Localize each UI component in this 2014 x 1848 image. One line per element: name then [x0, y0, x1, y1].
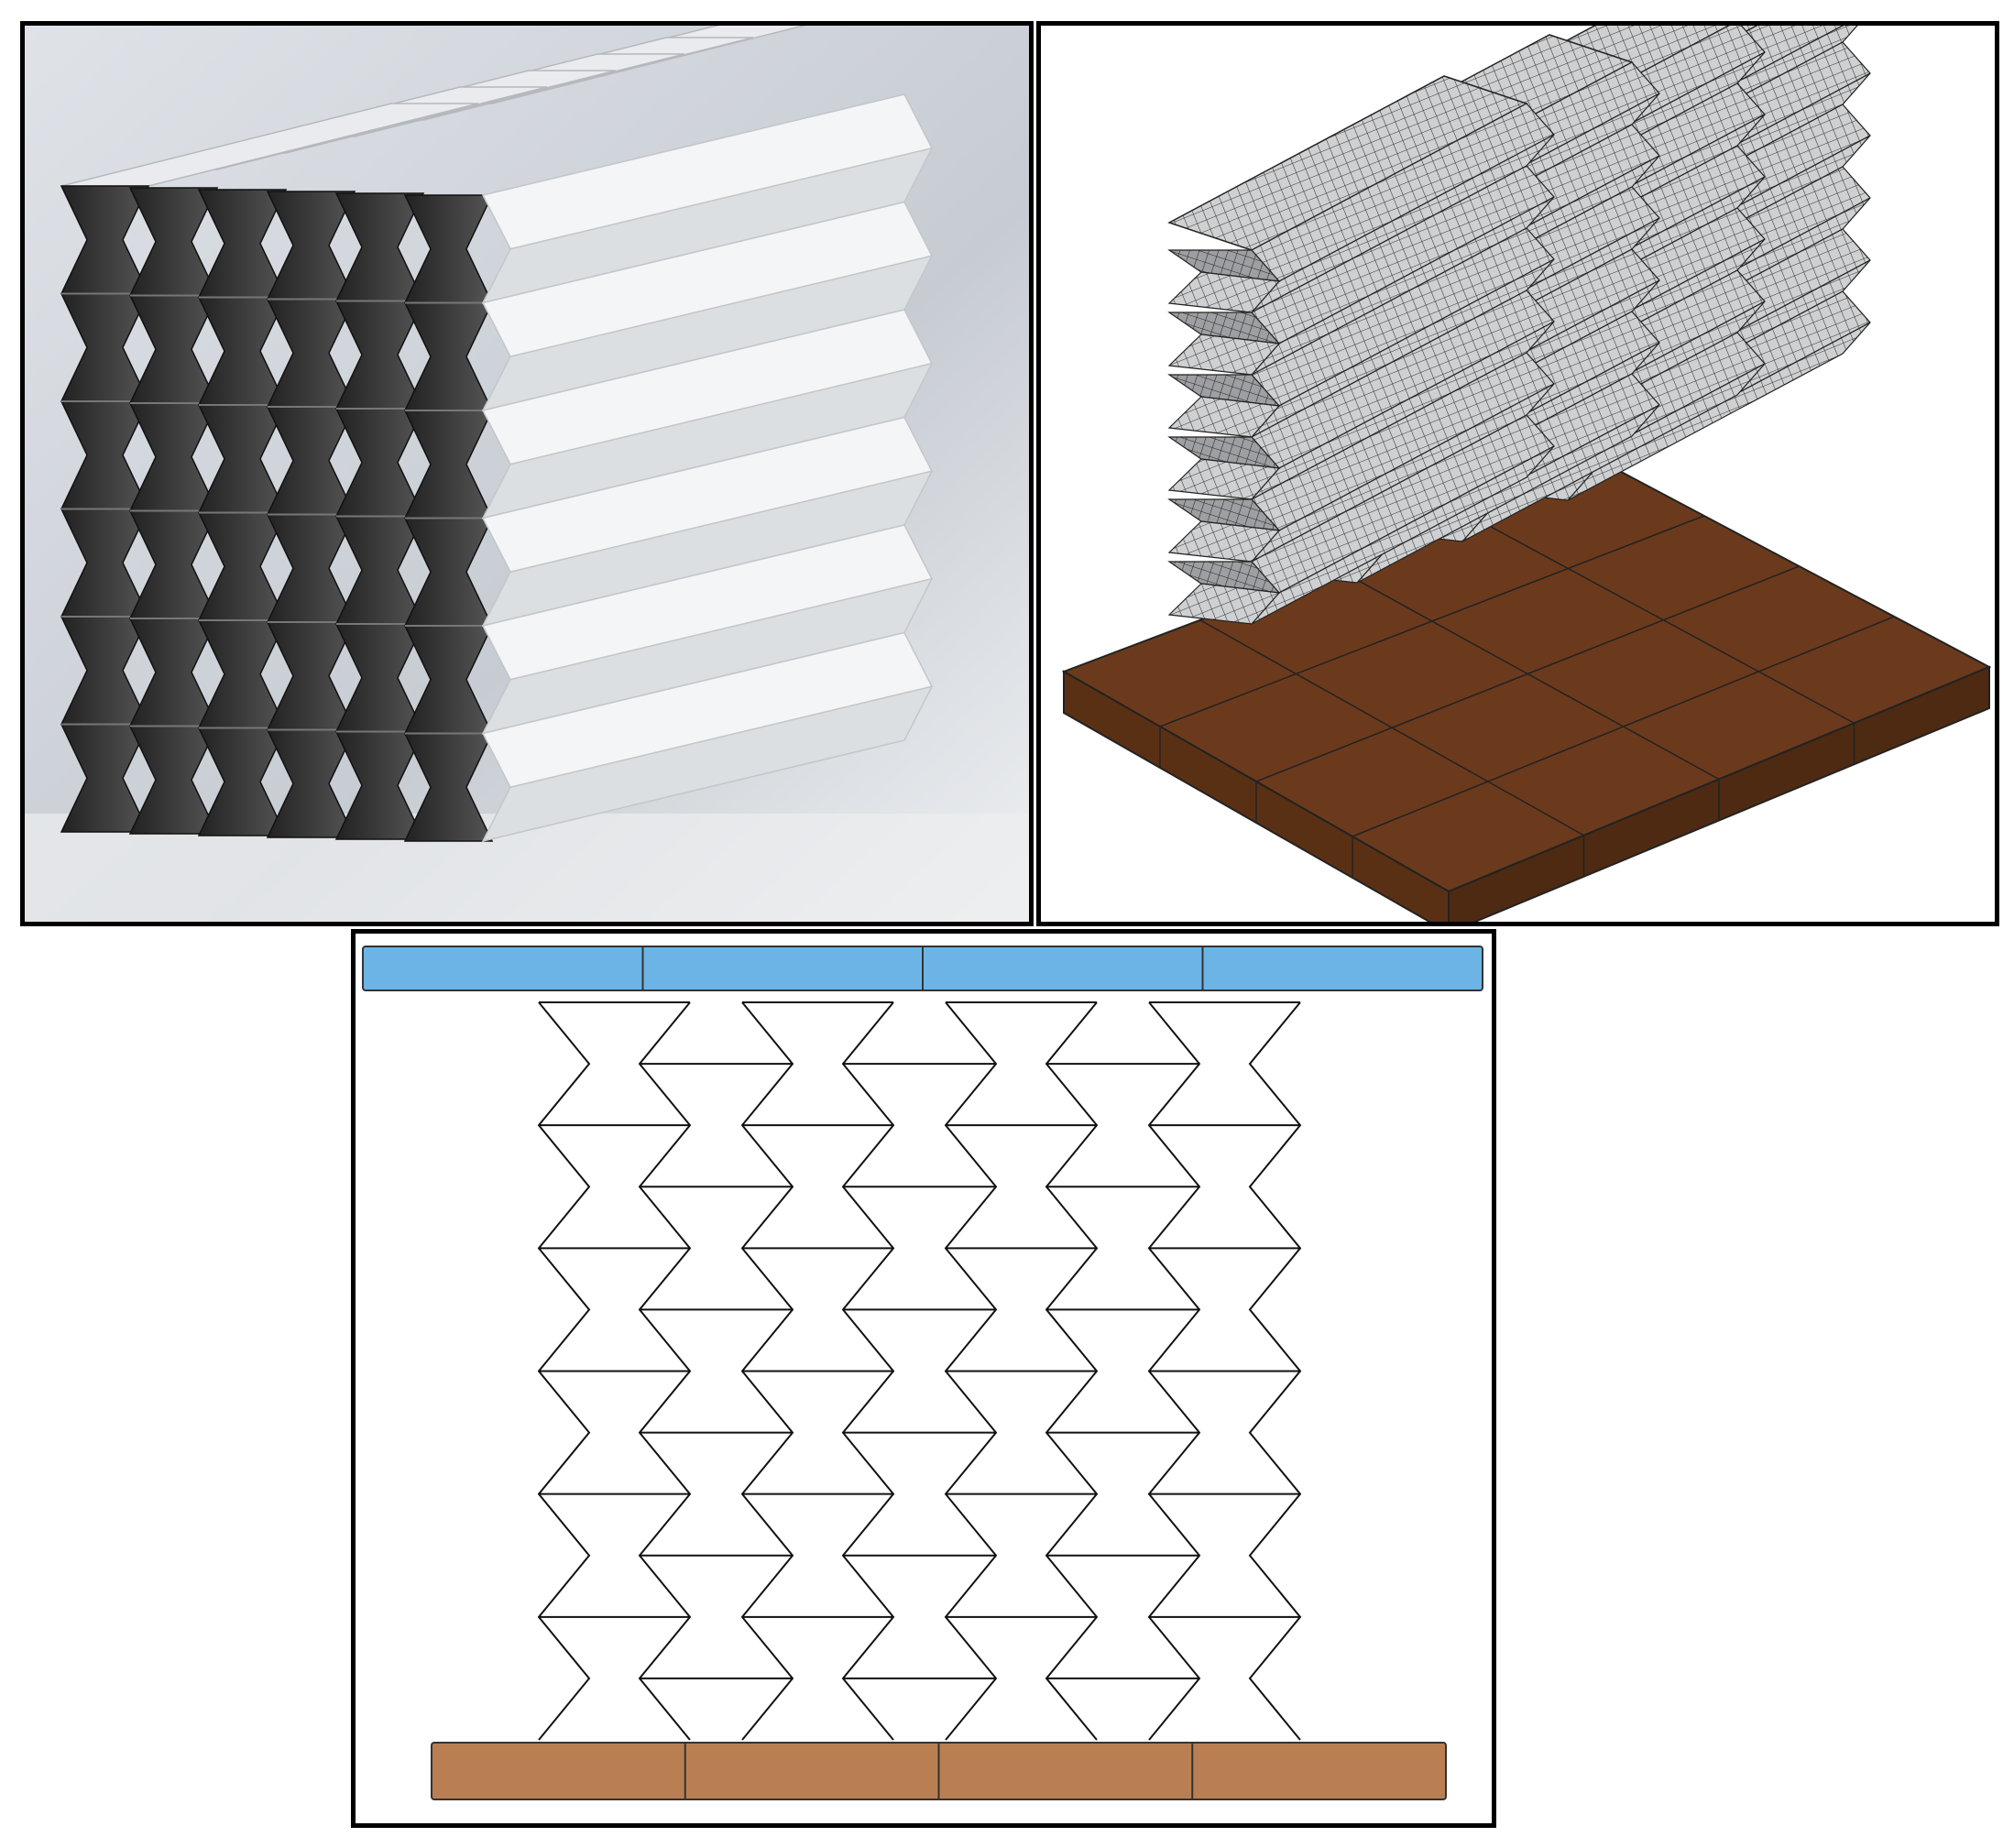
render-panel: [20, 21, 1034, 926]
mesh-image: [1061, 26, 1992, 922]
render-image: [25, 26, 1029, 922]
mesh-panel: [1036, 21, 1999, 926]
mesh-base-grid-line: [1336, 567, 1720, 781]
folded-core-render: [60, 26, 934, 843]
bottom-plate: [431, 1742, 1447, 1800]
mesh-base-grid-line: [1199, 619, 1584, 837]
schematic-panel: [351, 929, 1496, 1828]
top-plate: [362, 946, 1483, 991]
folded-core-mesh: [1061, 26, 1992, 922]
render-side-facet: [481, 685, 934, 843]
mesh-front-facet: [1167, 583, 1281, 625]
schematic-image: [362, 946, 1483, 1800]
folded-core-profile: [537, 1001, 1302, 1741]
mesh-base-grid-line: [1472, 516, 1855, 724]
